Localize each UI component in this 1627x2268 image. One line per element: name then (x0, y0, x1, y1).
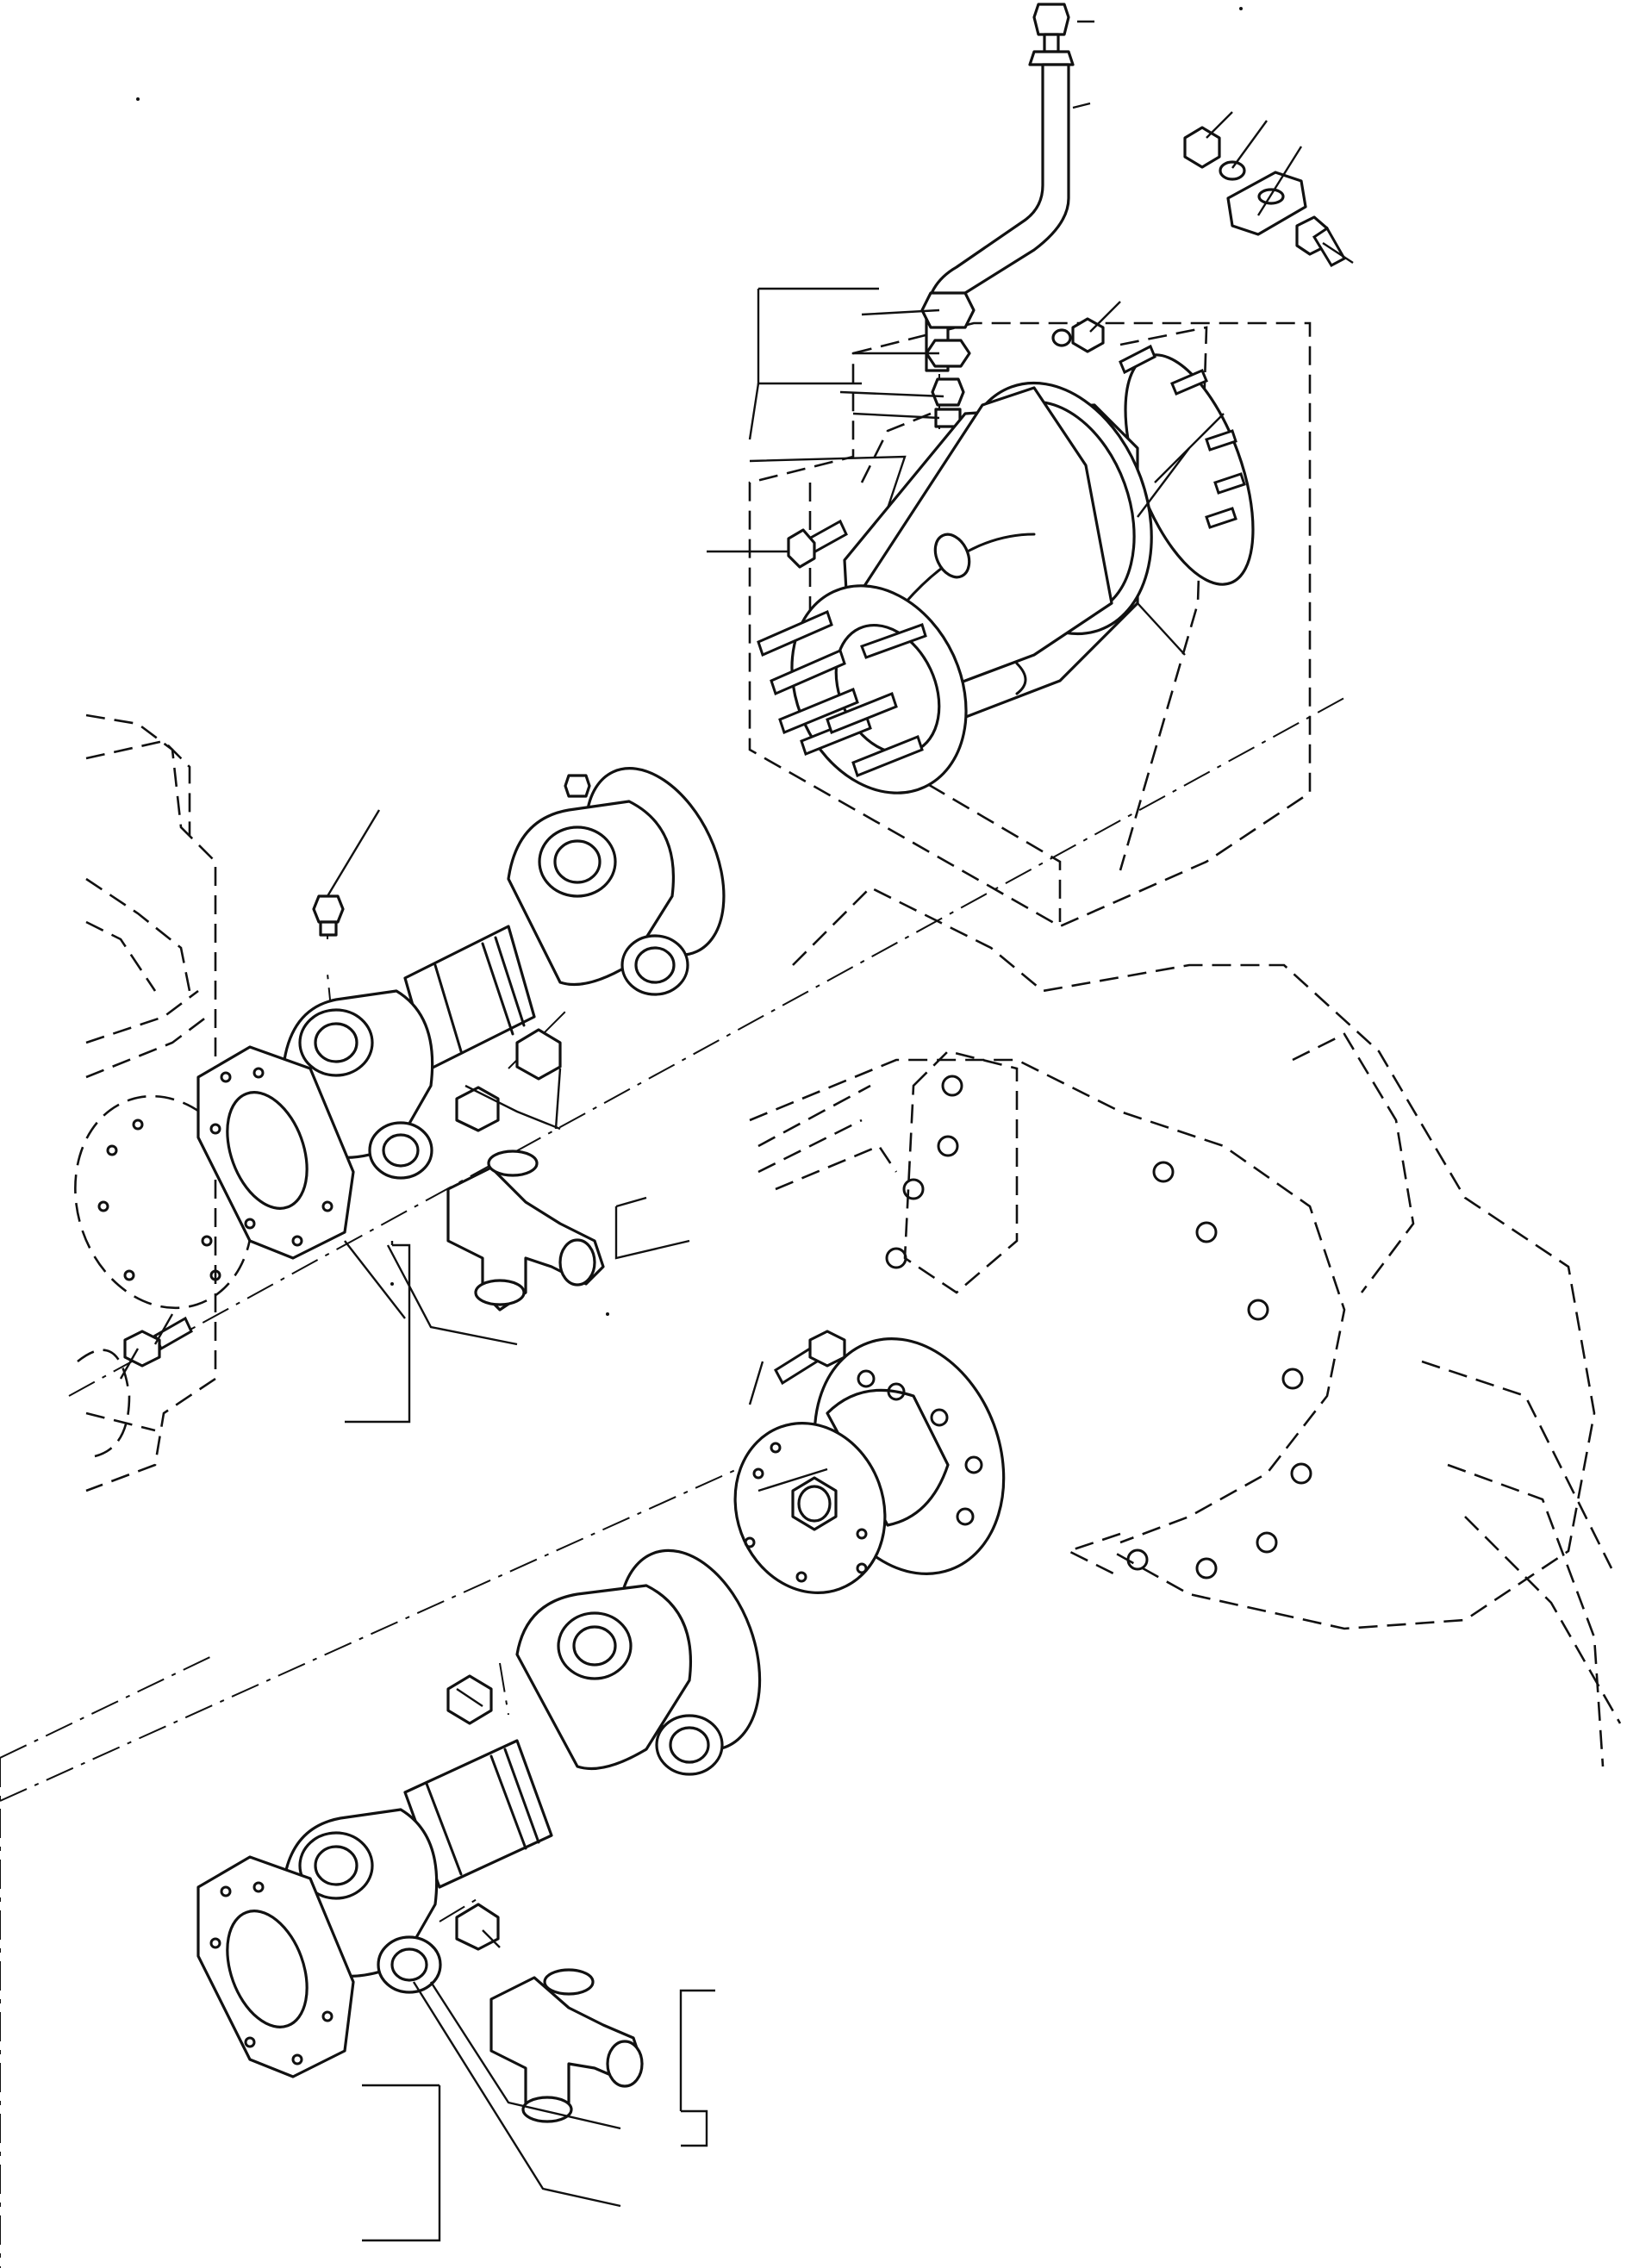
lower-drive-shaft (196, 1548, 762, 2078)
phantom-axle-housing (749, 886, 1622, 1767)
leader-lines (119, 20, 1354, 2242)
phantom-frame-left (77, 713, 217, 1492)
upper-universal-joint-cross (446, 1150, 605, 1312)
left-mounting-bolt (123, 1316, 193, 1368)
tube-clamp-hardware (1051, 126, 1347, 353)
tube-fitting-stack (920, 291, 976, 428)
center-bearing-housing (757, 344, 1255, 794)
phantom-support-bracket (748, 321, 1312, 928)
housing-bolt-circle (885, 1075, 1312, 1580)
upper-drive-shaft (196, 767, 726, 1260)
grease-fitting-top (1028, 3, 1075, 66)
differential-input-flange (733, 1330, 1006, 1594)
lower-universal-joint-cross (489, 1968, 644, 2123)
registration-marks (136, 7, 1243, 1316)
